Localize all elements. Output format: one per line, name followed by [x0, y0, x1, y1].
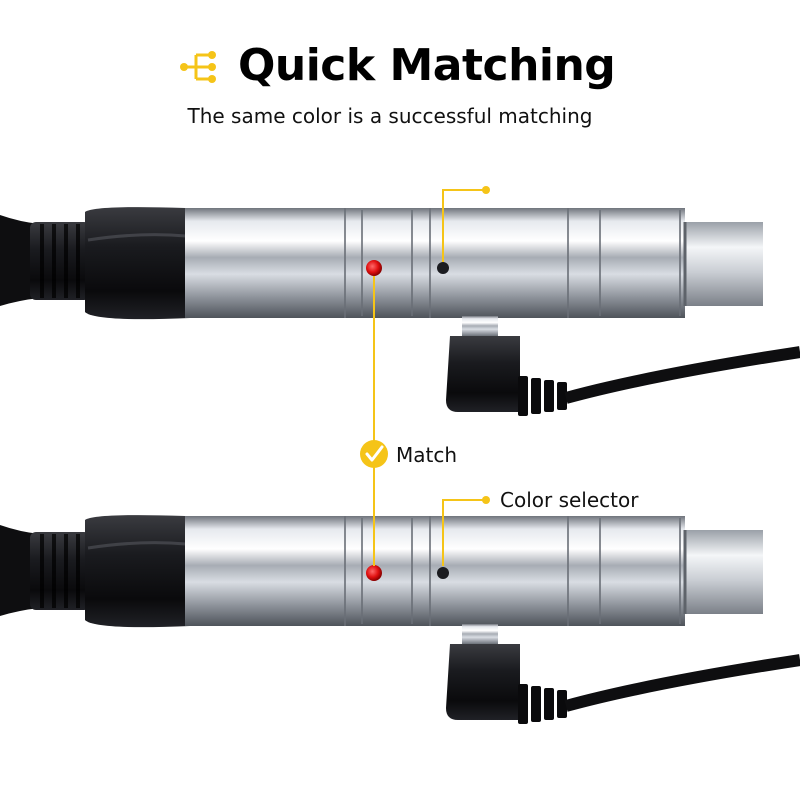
page-subtitle: The same color is a successful matching — [187, 104, 593, 128]
header: Quick Matching The same color is a succe… — [0, 0, 800, 140]
callout-dot-lower — [482, 496, 490, 504]
red-indicator-lower — [366, 565, 382, 581]
match-label: Match — [396, 443, 458, 467]
lower-connector — [0, 515, 800, 724]
color-selector-label: Color selector — [500, 488, 639, 512]
page-title: Quick Matching — [238, 40, 616, 91]
upper-connector — [0, 207, 800, 416]
red-indicator-upper — [366, 260, 382, 276]
branch-icon — [180, 51, 216, 83]
check-circle-icon — [360, 440, 388, 468]
callout-lines — [373, 189, 484, 566]
product-photo — [0, 186, 800, 724]
callout-dot-upper — [482, 186, 490, 194]
